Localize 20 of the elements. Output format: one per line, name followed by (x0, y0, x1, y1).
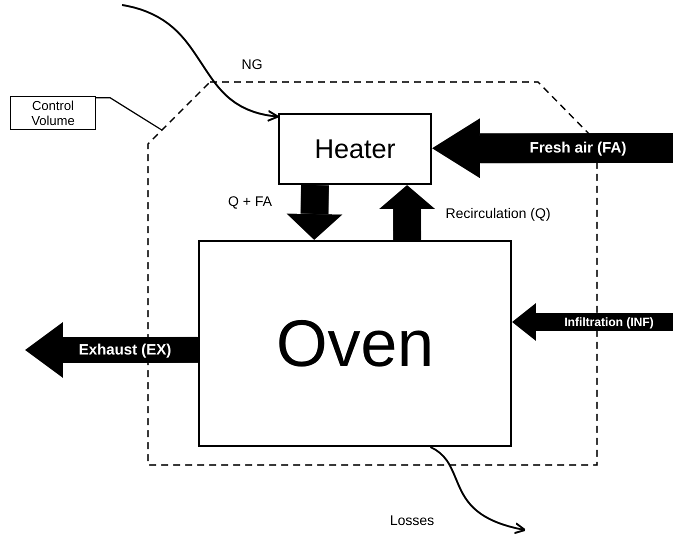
edge-label: Exhaust (EX) (78, 342, 172, 358)
block-arrow (25, 322, 198, 378)
block-arrow (512, 302, 673, 341)
edge-label: Losses (390, 513, 434, 527)
curved-arrow (122, 4, 279, 121)
edge-label: Fresh air (FA) (530, 140, 626, 156)
node-label: Heater (314, 132, 396, 166)
edge-label: Recirculation (Q) (445, 206, 551, 220)
process-box (278, 113, 432, 185)
edge-label: Infiltration (INF) (564, 316, 654, 328)
block-arrow (286, 184, 343, 240)
edge-label: Q + FA (228, 194, 272, 208)
block-arrow (432, 118, 673, 178)
process-box (198, 240, 512, 447)
label-box (10, 96, 96, 130)
node-label: Control Volume (30, 98, 76, 128)
edge-label: NG (242, 57, 262, 71)
node-label: Oven (276, 305, 434, 382)
block-arrow (379, 185, 436, 240)
leader-line (96, 97, 162, 130)
